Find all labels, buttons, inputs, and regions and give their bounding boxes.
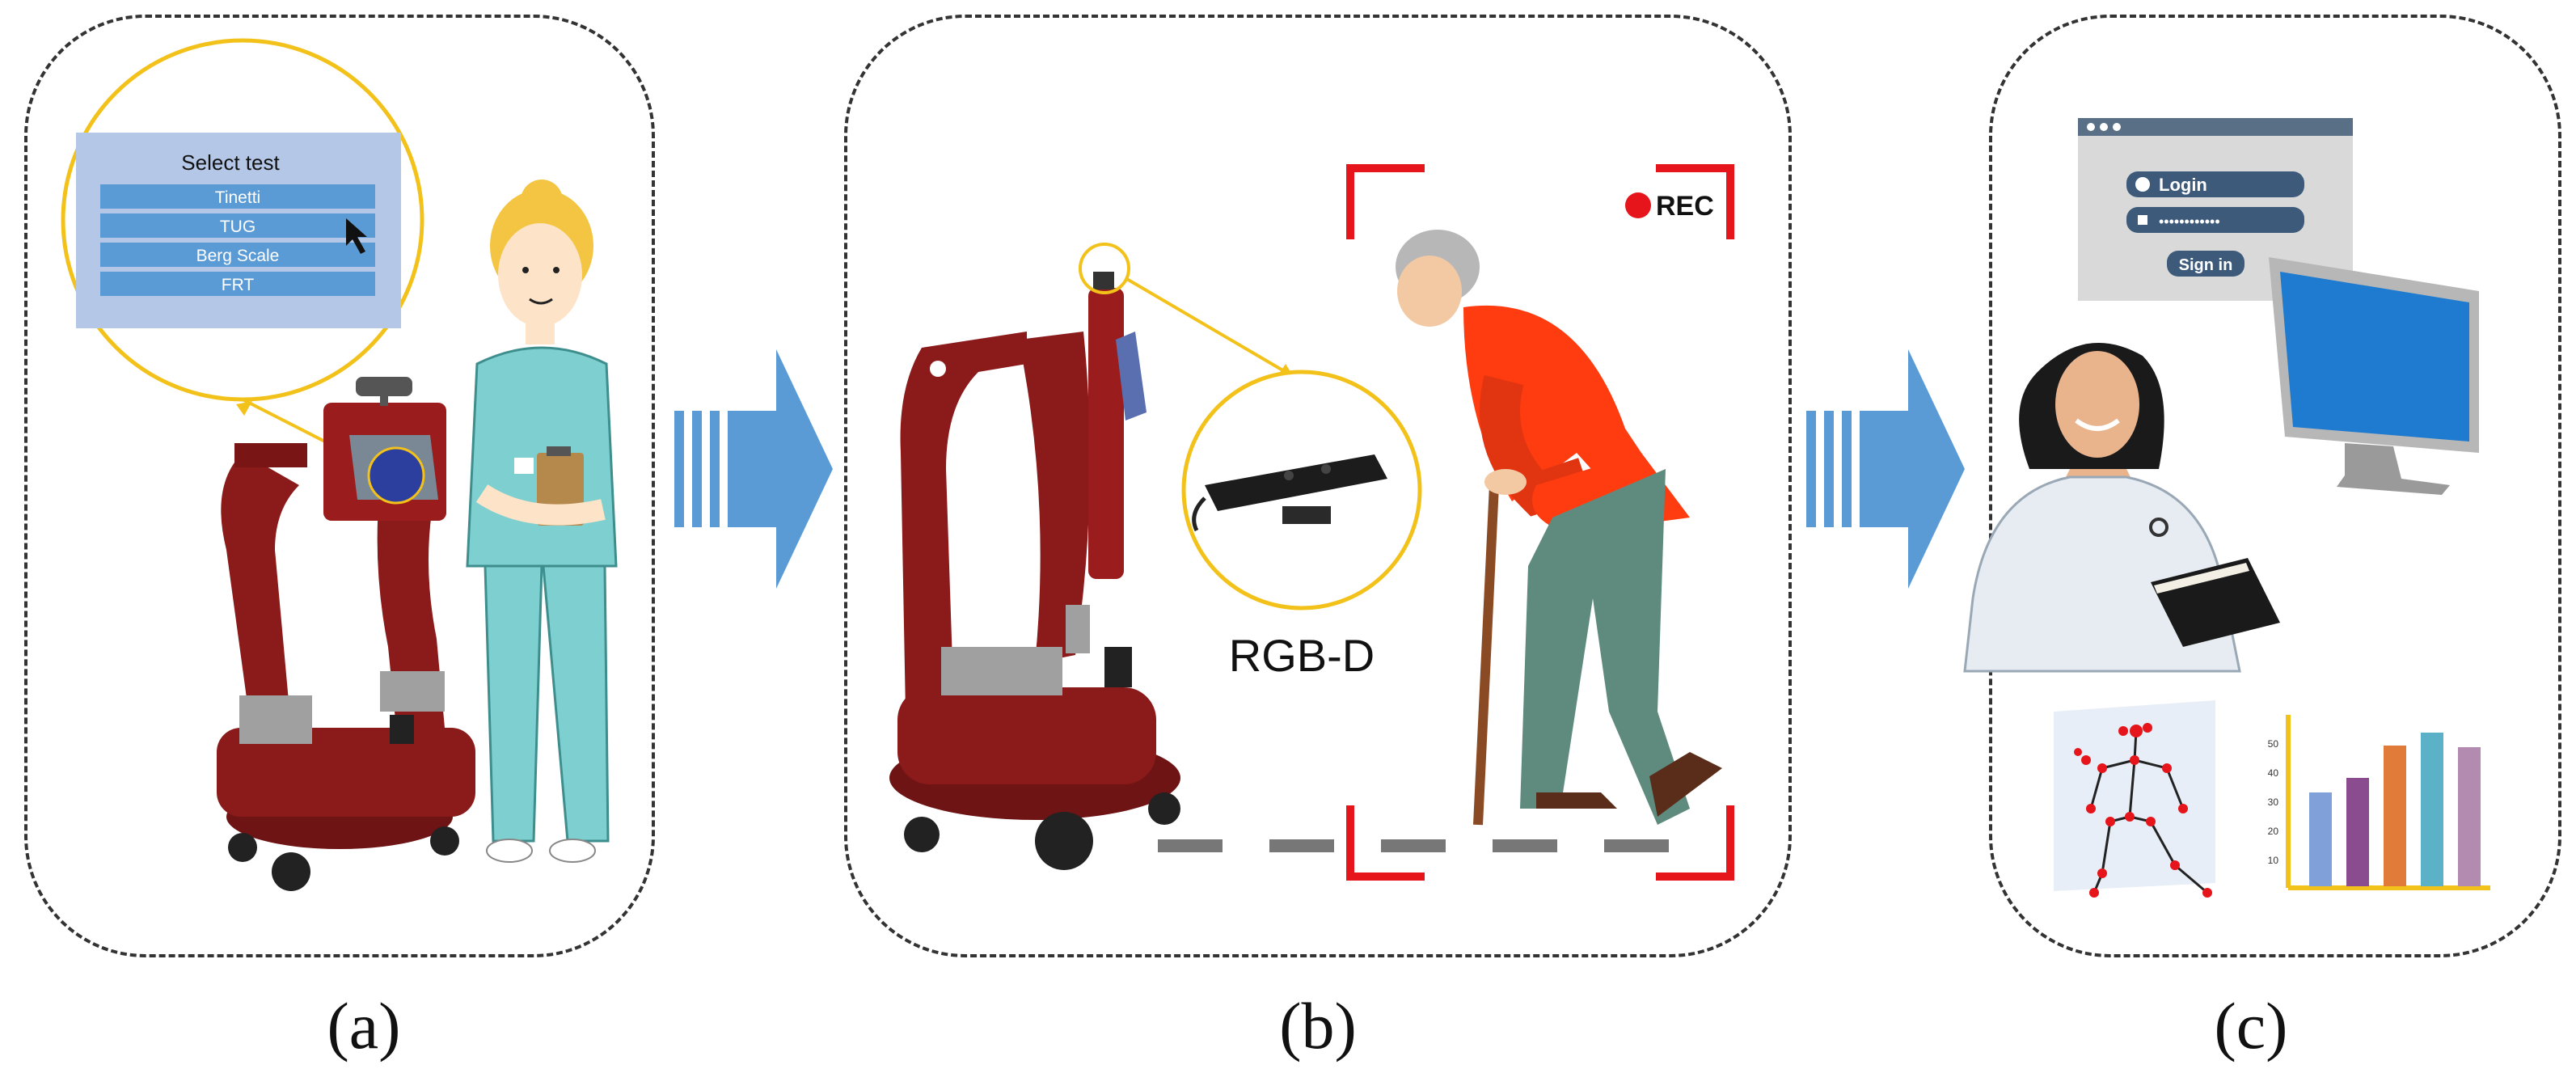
panel-b-frame bbox=[844, 15, 1792, 957]
bar-1 bbox=[2309, 792, 2332, 886]
panel-a-frame bbox=[24, 15, 655, 957]
arrow-b-to-c bbox=[1806, 349, 1965, 589]
bar-tick-10: 10 bbox=[2268, 855, 2279, 866]
robot-a-illustration bbox=[217, 377, 475, 891]
bar-2 bbox=[2346, 778, 2369, 886]
bar-chart: 50 40 30 20 10 bbox=[2268, 715, 2490, 890]
password-field[interactable] bbox=[2126, 207, 2304, 233]
user-icon bbox=[2135, 177, 2150, 192]
doctor-illustration bbox=[1963, 343, 2280, 673]
recording-frame bbox=[1346, 164, 1734, 881]
login-window: Login •••••••••••• Sign in bbox=[2078, 118, 2353, 301]
floor-path bbox=[1158, 839, 1669, 852]
menu-item-berg-scale[interactable]: Berg Scale bbox=[196, 247, 280, 265]
menu-item-frt[interactable]: FRT bbox=[222, 276, 255, 294]
sign-in-label: Sign in bbox=[2179, 256, 2233, 274]
sign-in-button[interactable] bbox=[2167, 251, 2244, 277]
bar-tick-20: 20 bbox=[2268, 826, 2279, 837]
monitor-icon bbox=[2269, 257, 2479, 495]
bar-tick-50: 50 bbox=[2268, 738, 2279, 750]
zoom-circle-menu: Select test Tinetti TUG Berg Scale FRT bbox=[61, 38, 424, 402]
bar-4 bbox=[2421, 733, 2443, 886]
menu-title: Select test bbox=[181, 150, 280, 175]
caption-b: (b) bbox=[1279, 989, 1357, 1063]
skeleton-plot bbox=[2054, 700, 2215, 898]
bar-5 bbox=[2458, 747, 2481, 886]
cursor-icon bbox=[346, 218, 367, 254]
rgbd-sensor-zoom bbox=[1181, 370, 1422, 611]
menu-item-tug[interactable]: TUG bbox=[220, 218, 255, 236]
rec-dot-icon bbox=[1625, 192, 1651, 218]
login-field-label: Login bbox=[2159, 175, 2207, 195]
bar-3 bbox=[2384, 746, 2406, 886]
elderly-man-illustration bbox=[1396, 230, 1722, 826]
arrow-a-to-b bbox=[674, 349, 833, 589]
sensor-label: RGB-D bbox=[1229, 630, 1375, 681]
password-mask: •••••••••••• bbox=[2159, 213, 2220, 230]
robot-b-illustration bbox=[889, 272, 1180, 870]
bar-tick-40: 40 bbox=[2268, 767, 2279, 779]
nurse-illustration bbox=[466, 180, 618, 863]
sensor-highlight bbox=[1079, 243, 1130, 294]
callout-line-b bbox=[1124, 277, 1287, 374]
menu-item-tinetti[interactable]: Tinetti bbox=[215, 188, 260, 207]
panel-c-frame bbox=[1989, 15, 2561, 957]
caption-a: (a) bbox=[327, 989, 401, 1063]
rec-label: REC bbox=[1656, 191, 1714, 222]
caption-c: (c) bbox=[2214, 989, 2288, 1063]
login-field[interactable] bbox=[2126, 171, 2304, 197]
lock-icon bbox=[2138, 215, 2147, 225]
bar-tick-30: 30 bbox=[2268, 796, 2279, 808]
